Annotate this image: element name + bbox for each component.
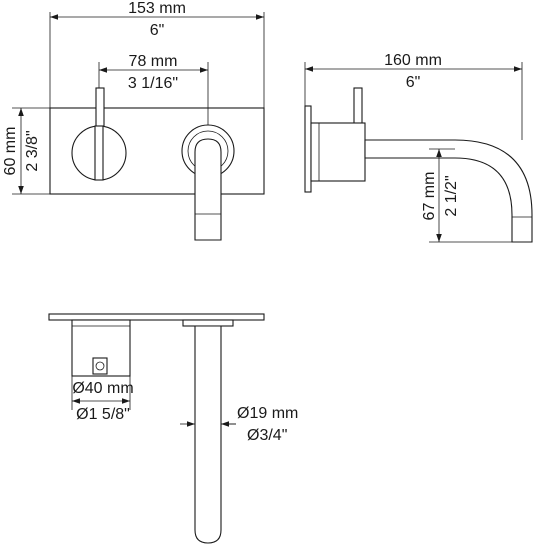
dim-plate-height: 60 mm 2 3/8"	[2, 108, 41, 194]
side-wall-plate	[304, 105, 312, 193]
dim-projection-metric: 160 mm	[384, 52, 442, 69]
dim-spacing: 78 mm 3 1/16"	[99, 53, 208, 92]
top-lever-end	[92, 357, 108, 375]
top-view	[48, 313, 265, 544]
front-lever-front	[94, 125, 104, 181]
dim-plate-height-imperial: 2 3/8"	[24, 130, 41, 171]
top-lever-end-circle	[95, 361, 105, 371]
dim-spacing-metric: 78 mm	[129, 53, 178, 70]
dim-spout-height: 67 mm 2 1/2"	[421, 149, 460, 242]
front-spout	[194, 138, 222, 241]
dim-overall-width-metric: 153 mm	[128, 0, 186, 17]
dim-projection: 160 mm 6"	[305, 52, 522, 91]
top-wall-plate	[48, 313, 265, 321]
dim-spout-height-imperial: 2 1/2"	[443, 175, 460, 216]
dim-spout-diameter-metric: Ø19 mm	[237, 405, 298, 422]
front-view	[12, 12, 265, 241]
dim-spout-height-metric: 67 mm	[421, 172, 438, 221]
dim-body-diameter-imperial: Ø1 5/8"	[76, 406, 130, 423]
dim-overall-width-imperial: 6"	[150, 22, 165, 39]
side-lever	[353, 87, 363, 127]
top-spout	[194, 325, 222, 544]
dim-body-diameter-metric: Ø40 mm	[72, 380, 133, 397]
dim-projection-imperial: 6"	[406, 74, 421, 91]
dim-spout-diameter-imperial: Ø3/4"	[247, 427, 287, 444]
dim-body-diameter: Ø40 mm Ø1 5/8"	[72, 380, 134, 423]
side-spout	[364, 139, 533, 243]
side-body	[310, 122, 366, 182]
dim-spacing-imperial: 3 1/16"	[128, 75, 178, 92]
dim-spout-diameter: Ø19 mm Ø3/4"	[180, 405, 298, 444]
dim-plate-height-metric: 60 mm	[2, 127, 19, 176]
side-view	[304, 62, 533, 243]
dim-overall-width: 153 mm 6"	[50, 0, 264, 39]
top-spout-rosette	[182, 319, 234, 327]
front-wall-plate	[49, 107, 265, 195]
